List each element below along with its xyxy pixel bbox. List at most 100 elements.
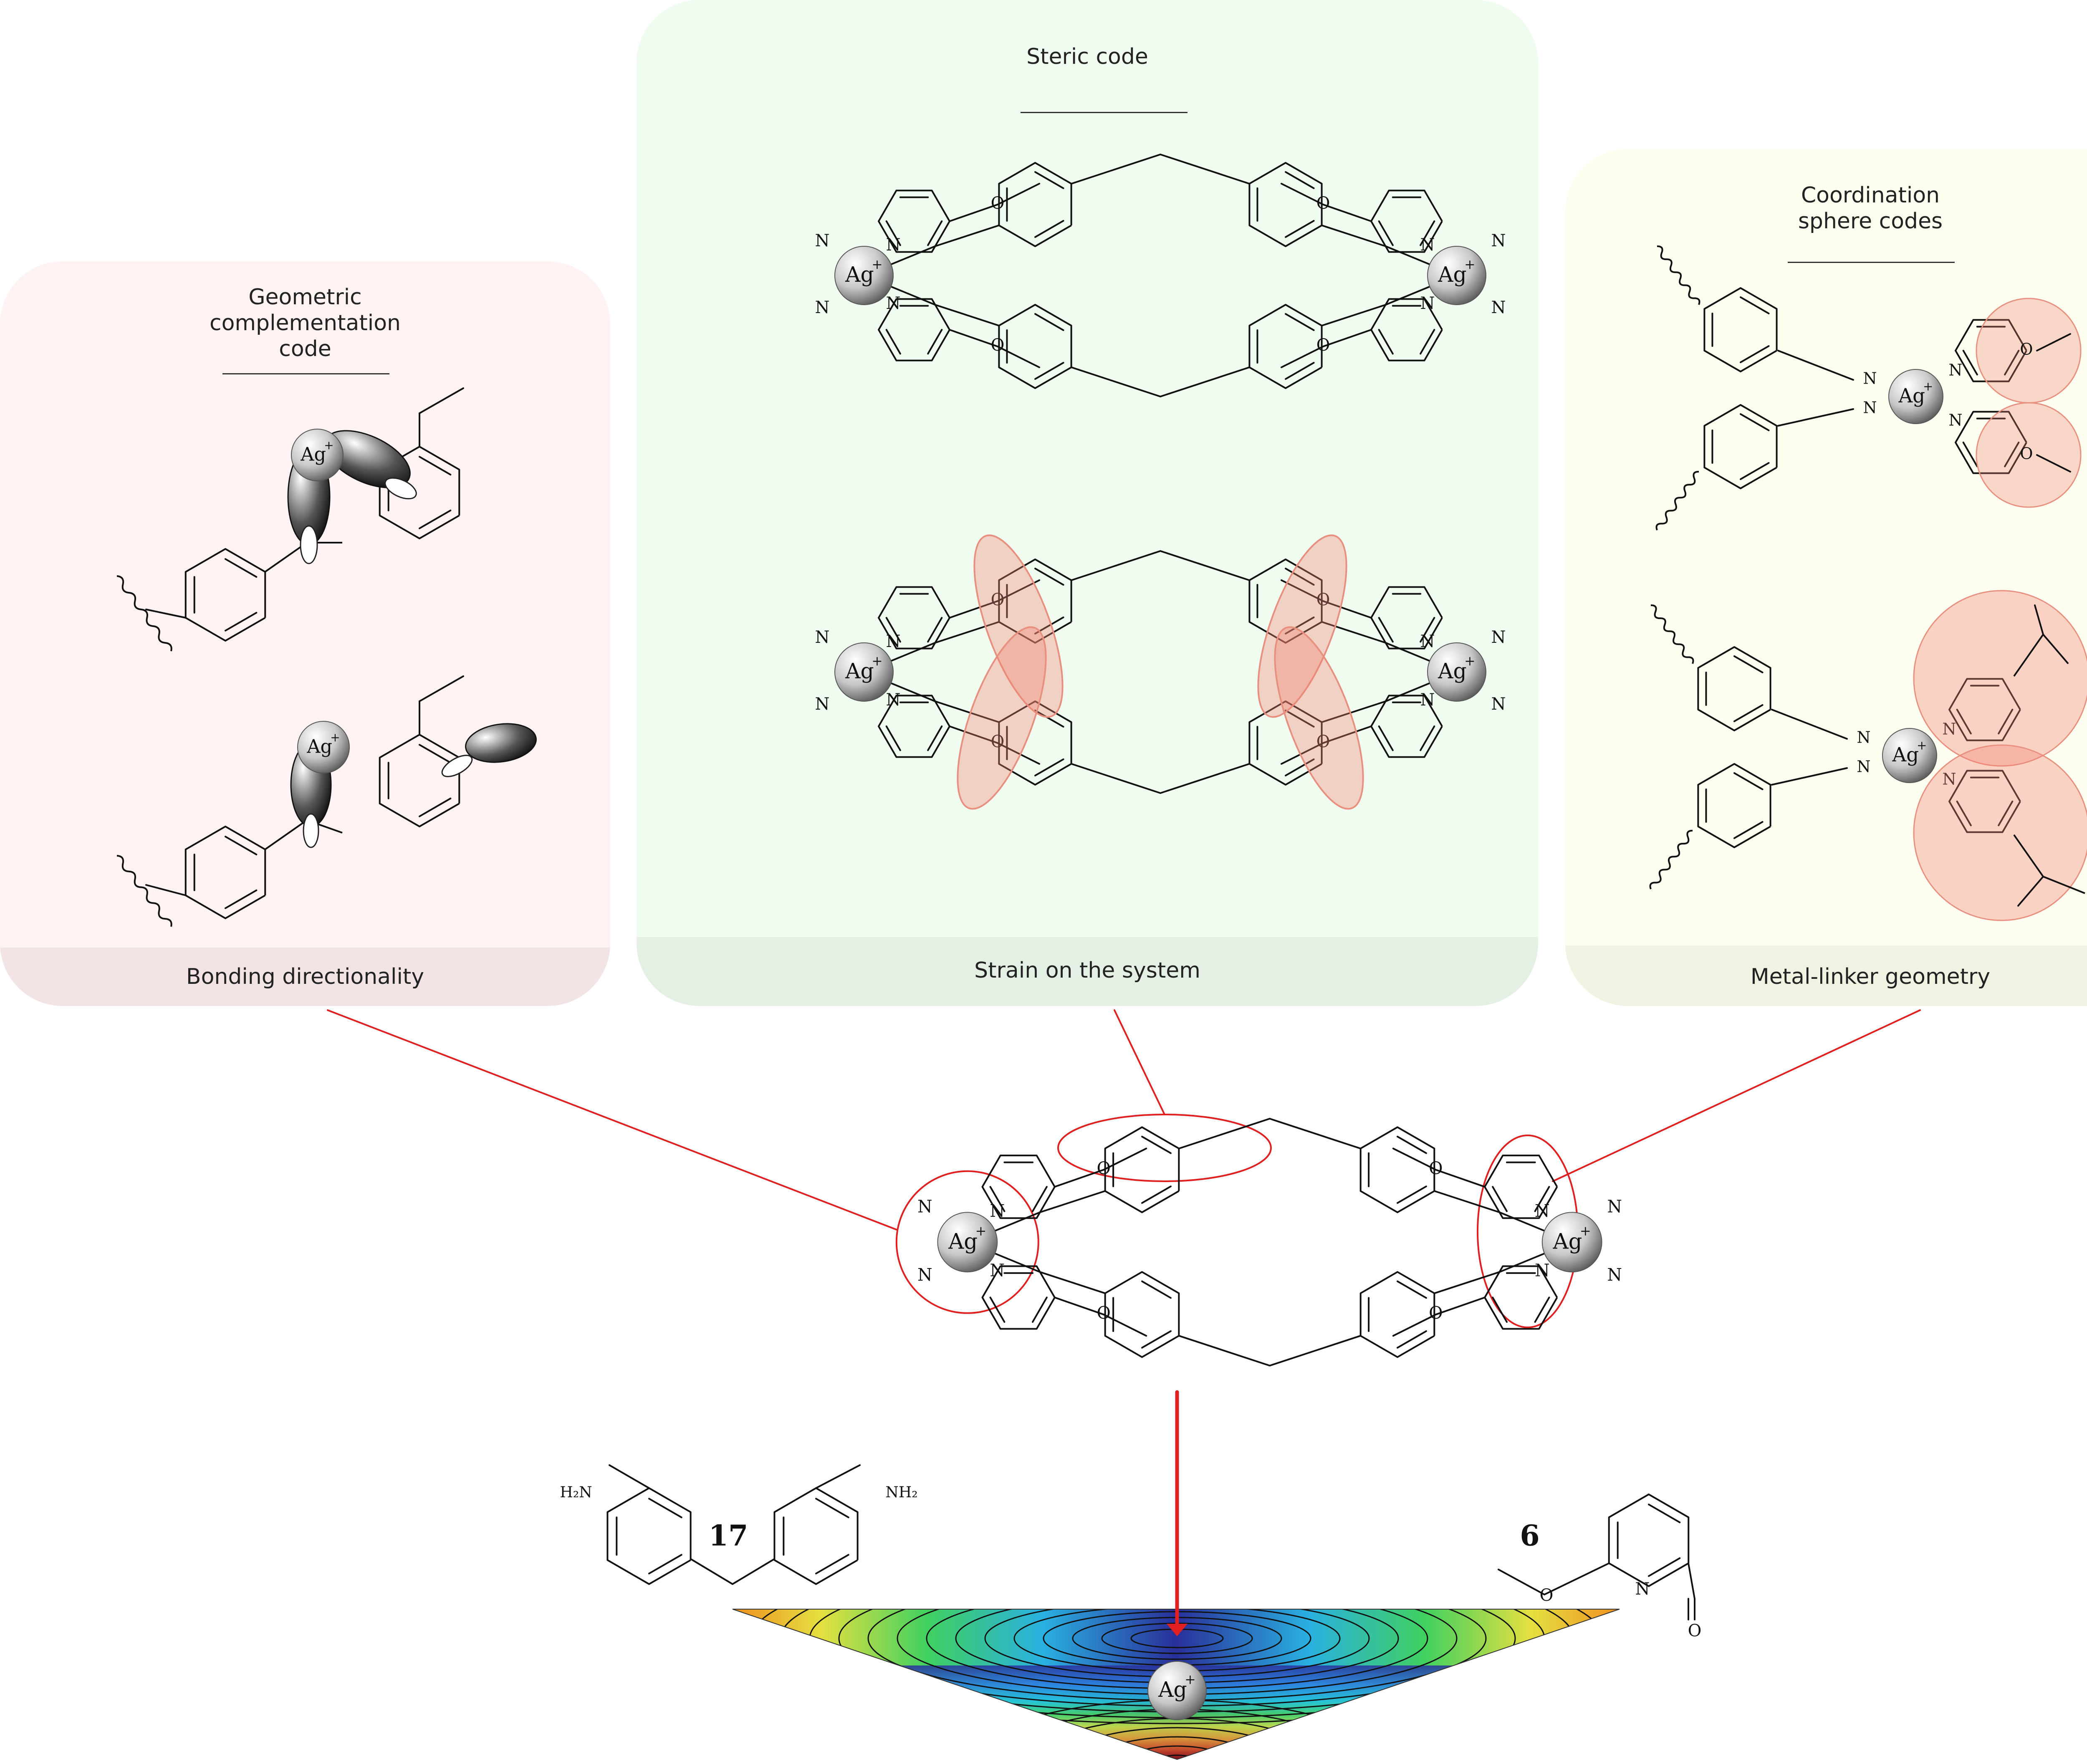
connector-steric [1114,1010,1165,1115]
diamine-left-ring [607,1488,690,1584]
oxygen-label: O [1097,1158,1110,1178]
upper-methylene-bridge [1071,154,1249,184]
imine-bond [1778,351,1853,380]
silver-charge: + [872,654,882,669]
ring-double-bond [1963,442,1977,466]
nitrogen-label: N [1420,632,1435,651]
ring-double-bond [1035,172,1064,188]
ring-double-bond [1397,1331,1426,1348]
upper-right-phenyl [1249,163,1321,246]
ring-double-bond [1649,1558,1680,1576]
ring-double-bond [928,618,942,642]
ring-double-bond [649,1555,682,1574]
nitrogen-label: N [1491,231,1506,250]
silver-label: Ag [948,1229,978,1254]
oxygen-label: O [1316,336,1330,355]
methoxy-bond [1323,205,1371,221]
aldehyde-ring-n: N [1635,1580,1650,1599]
ring-double-bond [1142,1281,1171,1298]
p-orbital-lobe [463,720,539,767]
ring-double-bond [1420,330,1434,354]
methoxy-bond [1436,1297,1485,1314]
silver-charge: + [975,1223,986,1238]
methyl-bond [419,388,463,413]
oxygen-label: O [2020,445,2033,463]
aldehyde-carbonyl-o: O [1688,1621,1702,1640]
nitrogen-label: N [1948,361,1962,379]
ring-double-bond [1379,726,1393,750]
ring-double-bond [419,510,450,528]
nitrogen-label: N [886,690,901,710]
ring-double-bond [1493,1297,1507,1322]
wavy-bond [1657,472,1699,530]
nitrogen-label: N [815,695,830,714]
wavy-bond [117,856,172,927]
molecule-drawings: OONNNNAg+OONNNNAg+OONNNNAg+OONNNNAg+OONN… [117,154,2087,1620]
ring-double-bond [1649,1504,1680,1522]
nitrogen-label: N [1491,695,1506,714]
ring-double-bond [1286,363,1314,379]
ring-double-bond [649,1499,682,1517]
ring-double-bond [225,613,256,631]
ring-double-bond [1286,221,1314,237]
silver-label: Ag [300,444,326,465]
silver-charge: + [1185,1672,1195,1687]
macrocycle-complex: OONNNNAg+OONNNNAg+ [815,154,1506,397]
nitrogen-label: N [1491,298,1506,317]
oxygen-label: O [991,336,1005,355]
silver-label: Ag [1552,1229,1582,1254]
ring-double-bond [1142,1186,1171,1203]
silver-label: Ag [845,659,874,683]
nitrogen-label: N [815,231,830,250]
bond [146,609,186,618]
lower-right-phenyl [1361,1272,1435,1357]
ring-double-bond [1035,314,1064,330]
compound-number-17: 17 [709,1519,748,1553]
nitrogen-label: N [1535,1261,1550,1281]
silver-label: Ag [306,736,332,758]
ring-double-bond [1397,1281,1426,1298]
oxygen-label: O [2020,340,2033,359]
ring-double-bond [1741,463,1769,479]
ring-double-bond [816,1555,849,1574]
upper-right-phenyl [1361,1127,1435,1212]
nitrogen-label: N [1607,1265,1622,1285]
oxygen-label: O [1429,1158,1443,1178]
upper-left-phenyl [999,163,1071,246]
silver-charge: + [1923,379,1933,393]
ring-double-bond [1535,1297,1549,1322]
nitrogen-label: N [1420,294,1435,313]
ring-double-bond [225,890,256,908]
ring-double-bond [1420,726,1434,750]
ring-double-bond [816,1499,849,1517]
nitrogen-label: N [1857,728,1870,747]
nitrogen-label: N [917,1265,932,1285]
macrocycle-complex: OONNNNAg+OONNNNAg+ [917,1119,1622,1366]
p-orbital-lobe [301,526,317,564]
imine-bond [1772,768,1847,785]
p-orbital-lobe [303,814,318,847]
nitrogen-label: N [1535,1201,1550,1221]
lower-methylene-bridge [1071,367,1249,397]
ring-double-bond [1286,172,1314,188]
nitrogen-label: N [1420,690,1435,710]
ring-double-bond [1033,1297,1047,1322]
ring-double-bond [1035,363,1064,379]
amine-bond [609,1465,649,1488]
ring-double-bond [928,726,942,750]
ring-double-bond [1035,221,1064,237]
ring-double-bond [1286,314,1314,330]
ring-double-bond [887,726,900,750]
silver-label: Ag [1892,744,1919,766]
wavy-bond [1650,831,1693,889]
ring-double-bond [1734,705,1763,721]
ring-double-bond [990,1297,1005,1322]
steric-bulk-circle [1914,591,2087,766]
ring-double-bond [1963,351,1977,374]
ring-double-bond [1493,1187,1507,1211]
amine-left-label: H₂N [560,1484,592,1501]
ring-double-bond [1379,618,1393,642]
nitrogen-label: N [990,1201,1005,1221]
ring-double-bond [1379,221,1393,245]
